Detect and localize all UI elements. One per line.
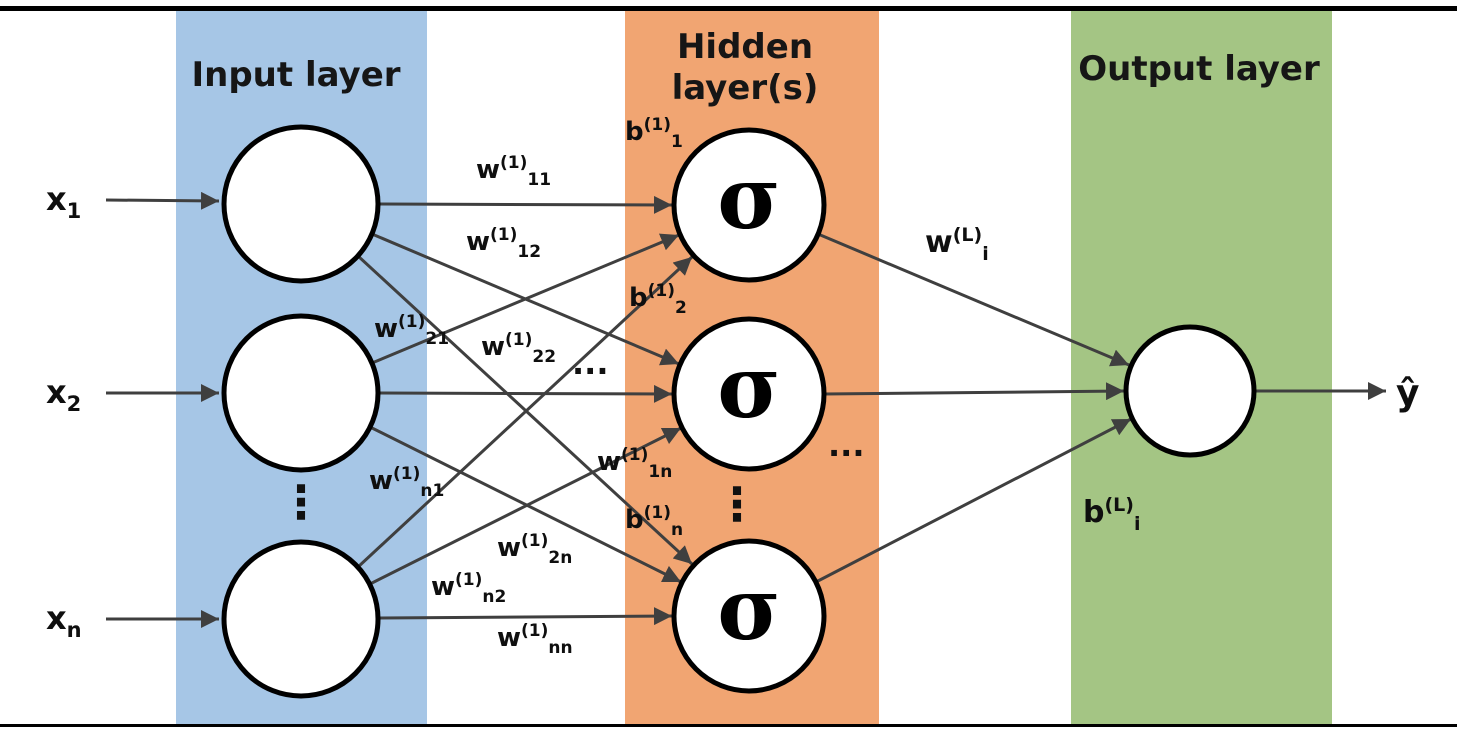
output-label-yhat: ŷ <box>1396 373 1419 414</box>
input-vertical-ellipsis: ⋮ <box>278 475 324 529</box>
input-node-1 <box>221 124 381 284</box>
w11-sub: 11 <box>527 170 551 190</box>
edge-h2-out <box>823 382 1125 401</box>
w1n-base: w <box>597 447 621 477</box>
hidden-layer-title-line1: Hidden <box>677 27 813 67</box>
bn-sub: n <box>671 520 683 540</box>
w12-sub: 12 <box>517 242 541 262</box>
top-border-rule <box>0 6 1457 11</box>
bn-base: b <box>625 505 644 535</box>
hidden-node-1-activation: σ <box>717 148 780 249</box>
wn2-sub: n2 <box>482 587 506 607</box>
w12-base: w <box>466 227 490 257</box>
weights-horizontal-ellipsis: ... <box>572 344 608 382</box>
b2-sub: 2 <box>675 298 687 318</box>
x2-base: x <box>46 373 67 411</box>
hidden-node-2 <box>671 316 827 472</box>
x1-base: x <box>46 180 67 218</box>
w11-sup: (1) <box>500 153 527 173</box>
w11-base: w <box>476 155 500 185</box>
w2n-sub: 2n <box>548 548 572 568</box>
w22-sub: 22 <box>532 347 556 367</box>
weight-label-w22: w(1)22 <box>481 330 556 367</box>
weight-label-w2n: w(1)2n <box>497 531 572 568</box>
hidden-node-n-activation: σ <box>717 559 780 660</box>
bias-label-bL: b(L)i <box>1083 494 1140 535</box>
connections <box>105 191 1386 628</box>
xn-base: x <box>46 599 67 637</box>
wn1-sup: (1) <box>393 464 420 484</box>
hidden-layers-horizontal-ellipsis: ... <box>828 426 864 464</box>
w1n-sup: (1) <box>621 445 648 465</box>
b2-base: b <box>629 283 648 313</box>
w21-sup: (1) <box>398 312 425 332</box>
hidden-node-n <box>671 538 827 694</box>
b1-sup: (1) <box>644 115 671 135</box>
w22-base: w <box>481 332 505 362</box>
edge-i2-h2 <box>377 384 673 403</box>
b2-sup: (1) <box>648 281 675 301</box>
input-label-x1: x1 <box>46 180 81 223</box>
w22-sup: (1) <box>505 330 532 350</box>
output-layer-title: Output layer <box>1078 49 1320 89</box>
input-node-n <box>221 539 381 699</box>
wn1-base: w <box>369 466 393 496</box>
w21-base: w <box>374 314 398 344</box>
b1-base: b <box>625 117 644 147</box>
w2n-base: w <box>497 533 521 563</box>
bL-base: b <box>1083 495 1104 530</box>
bias-label-b2: b(1)2 <box>629 281 687 318</box>
bL-sub: i <box>1134 513 1141 535</box>
edge-h3-out <box>815 417 1132 584</box>
wL-sub: i <box>982 243 989 265</box>
edge-i3-h2 <box>369 426 682 586</box>
wn1-sub: n1 <box>420 481 444 501</box>
bias-label-bn: b(1)n <box>625 503 683 540</box>
hidden-layer-title-line2: layer(s) <box>672 68 819 108</box>
bL-sup: (L) <box>1104 494 1133 516</box>
w21-sub: 21 <box>425 329 449 349</box>
weight-label-wn1: w(1)n1 <box>369 464 444 501</box>
wL-base: w <box>925 225 953 260</box>
weight-label-w11: w(1)11 <box>476 153 551 190</box>
weight-label-wn2: w(1)n2 <box>431 570 506 607</box>
w1n-sub: 1n <box>648 462 672 482</box>
bn-sup: (1) <box>644 503 671 523</box>
weight-label-w12: w(1)12 <box>466 225 541 262</box>
weight-label-w21: w(1)21 <box>374 312 449 349</box>
wnn-base: w <box>497 623 521 653</box>
input-label-x2: x2 <box>46 373 81 416</box>
hidden-node-1 <box>671 127 827 283</box>
input-label-xn: xn <box>46 599 82 642</box>
wL-sup: (L) <box>953 224 982 246</box>
bottom-border-rule <box>0 724 1457 727</box>
bias-label-b1: b(1)1 <box>625 115 683 152</box>
hidden-node-2-activation: σ <box>717 337 780 438</box>
wn2-sup: (1) <box>455 570 482 590</box>
w2n-sup: (1) <box>521 531 548 551</box>
weight-label-w1n: w(1)1n <box>597 445 672 482</box>
xn-sub: n <box>67 618 82 642</box>
weight-label-wnn: w(1)nn <box>497 621 573 658</box>
input-feed-arrow-1 <box>105 191 220 210</box>
b1-sub: 1 <box>671 132 683 152</box>
hidden-vertical-ellipsis: ⋮ <box>714 477 760 531</box>
edge-i1-h1 <box>377 195 673 214</box>
wnn-sub: nn <box>548 638 572 658</box>
edge-i2-h1 <box>371 233 680 365</box>
edge-h1-out <box>817 232 1130 367</box>
x2-sub: 2 <box>67 392 82 416</box>
output-node <box>1123 324 1257 458</box>
wnn-sup: (1) <box>521 621 548 641</box>
input-layer-title: Input layer <box>191 55 400 95</box>
edge-i3-h3 <box>377 607 673 626</box>
weight-label-wL: w(L)i <box>925 224 989 265</box>
input-node-2 <box>221 313 381 473</box>
edge-i3-h1 <box>356 255 694 569</box>
x1-sub: 1 <box>67 199 82 223</box>
w12-sup: (1) <box>490 225 517 245</box>
wn2-base: w <box>431 572 455 602</box>
